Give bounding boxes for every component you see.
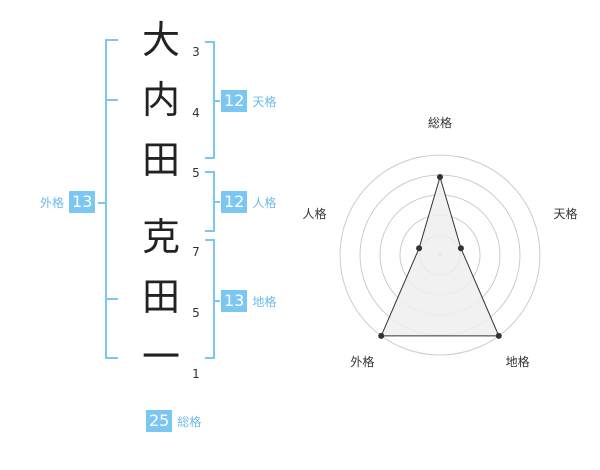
soukaku-value: 25 [146,410,173,432]
radar-point-4 [378,332,385,339]
soukaku-badge: 25 総格 [146,410,201,432]
stroke-count-4: 7 [192,245,200,259]
radar-axis-label-3: 地格 [506,354,530,369]
name-char-4: 克 [141,215,180,259]
stroke-count-3: 5 [192,166,200,180]
gaikaku-badge: 外格 13 [40,191,96,213]
radar-data [378,174,502,339]
name-char-3: 田 [141,138,180,182]
tenkaku-bracket [205,41,215,159]
radar-axis-label-2: 天格 [553,206,577,221]
name-char-2: 内 [141,78,180,122]
jinkaku-bracket [205,171,215,232]
radar-point-3 [495,332,502,339]
radar-polygon [380,175,500,337]
jinkaku-badge: 12 人格 [221,191,276,213]
radar-axis-label-5: 人格 [302,206,326,221]
radar-point-1 [437,174,443,180]
tenkaku-badge: 12 天格 [221,90,276,112]
radar-point-2 [457,245,464,252]
stroke-count-2: 4 [192,106,200,120]
gaikaku-value: 13 [69,191,96,213]
radar-ring [339,154,541,356]
stroke-count-1: 3 [192,45,200,59]
chikaku-bracket [205,239,215,359]
tenkaku-value: 12 [221,90,248,112]
name-char-5: 田 [141,275,180,319]
stroke-count-6: 1 [192,367,200,381]
chikaku-label: 地格 [252,294,277,309]
jinkaku-label: 人格 [252,195,277,210]
soukaku-label: 総格 [177,414,202,429]
tenkaku-label: 天格 [252,94,277,109]
radar-axis-label-1: 総格 [428,115,452,130]
name-char-1: 大 [141,18,180,62]
gaikaku-label: 外格 [40,195,65,210]
chikaku-badge: 13 地格 [221,290,276,312]
bracket-lines [98,39,220,359]
gaikaku-bracket [105,39,118,359]
stroke-count-5: 5 [192,306,200,320]
radar-axis-label-4: 外格 [350,354,374,369]
radar-point-5 [416,245,423,252]
jinkaku-value: 12 [221,191,248,213]
name-char-6: 一 [141,335,180,379]
chikaku-value: 13 [221,290,248,312]
